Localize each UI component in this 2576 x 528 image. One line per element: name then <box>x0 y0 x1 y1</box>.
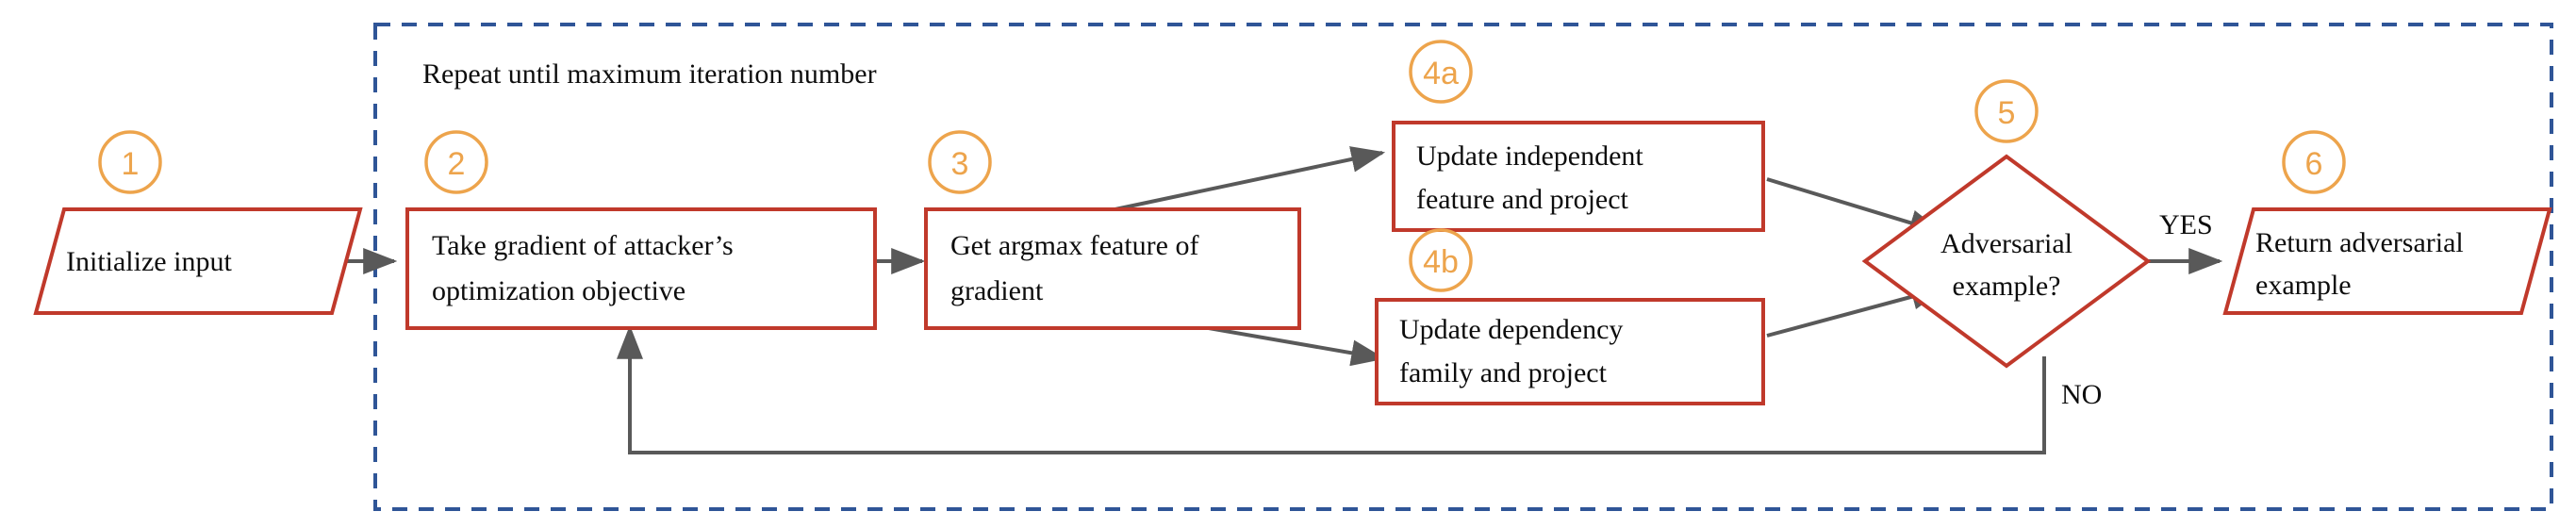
get-argmax-line-1: Get argmax feature of <box>950 230 1198 261</box>
badge-circle-4a <box>1409 40 1473 104</box>
return-adversarial-line-2: example <box>2255 270 2352 301</box>
node-initialize-input[interactable]: 1 Initialize input <box>33 130 363 315</box>
node-return-adversarial[interactable]: 6 Return adversarial example <box>2222 130 2552 315</box>
return-adversarial-line-1: Return adversarial <box>2255 227 2464 258</box>
badge-circle-2 <box>424 130 488 194</box>
badge-label-4a: 4a <box>1423 56 1459 91</box>
badge-label-4b: 4b <box>1423 244 1459 280</box>
take-gradient-line-2: optimization objective <box>432 275 685 306</box>
badge-label-6: 6 <box>2305 146 2323 182</box>
return-adversarial-shape <box>2222 207 2552 315</box>
update-dependency-line-1: Update dependency <box>1399 314 1623 345</box>
repeat-loop-caption: Repeat until maximum iteration number <box>422 58 877 90</box>
adversarial-check-line-2: example? <box>1953 271 2061 302</box>
badge-circle-3 <box>928 130 992 194</box>
edge-check-no-feedback <box>617 324 2046 454</box>
node-adversarial-check[interactable]: 5 Adversarial example? <box>1861 79 2152 369</box>
badge-circle-4b <box>1409 228 1473 292</box>
node-update-independent[interactable]: 4a Update independent feature and projec… <box>1392 40 1765 232</box>
badge-label-1: 1 <box>122 146 140 182</box>
take-gradient-line-1: Take gradient of attacker’s <box>432 230 734 261</box>
update-dependency-shape <box>1375 298 1765 405</box>
adversarial-check-shape <box>1861 154 2152 369</box>
adversarial-check-line-1: Adversarial <box>1940 228 2072 259</box>
edge-label-yes: YES <box>2159 209 2213 240</box>
initialize-input-shape <box>33 207 363 315</box>
initialize-input-line-1: Initialize input <box>66 246 232 277</box>
node-update-dependency[interactable]: 4b Update dependency family and project <box>1375 228 1765 405</box>
edge-independent-to-check <box>1766 177 1944 236</box>
badge-circle-1 <box>98 130 162 194</box>
badge-label-3: 3 <box>951 146 969 182</box>
update-independent-shape <box>1392 121 1765 232</box>
update-independent-line-2: feature and project <box>1416 184 1629 215</box>
node-take-gradient[interactable]: 2 Take gradient of attacker’s optimizati… <box>405 130 877 330</box>
get-argmax-shape <box>924 207 1301 330</box>
edge-argmax-to-independent <box>1110 146 1386 212</box>
update-dependency-line-2: family and project <box>1399 357 1608 388</box>
take-gradient-shape <box>405 207 877 330</box>
edge-label-no: NO <box>2061 379 2102 410</box>
update-independent-line-1: Update independent <box>1416 140 1643 172</box>
badge-label-5: 5 <box>1998 95 2016 131</box>
node-get-argmax[interactable]: 3 Get argmax feature of gradient <box>924 130 1301 330</box>
badge-label-2: 2 <box>448 146 466 182</box>
badge-circle-5 <box>1974 79 2039 143</box>
get-argmax-line-2: gradient <box>950 275 1044 306</box>
badge-circle-6 <box>2282 130 2346 194</box>
